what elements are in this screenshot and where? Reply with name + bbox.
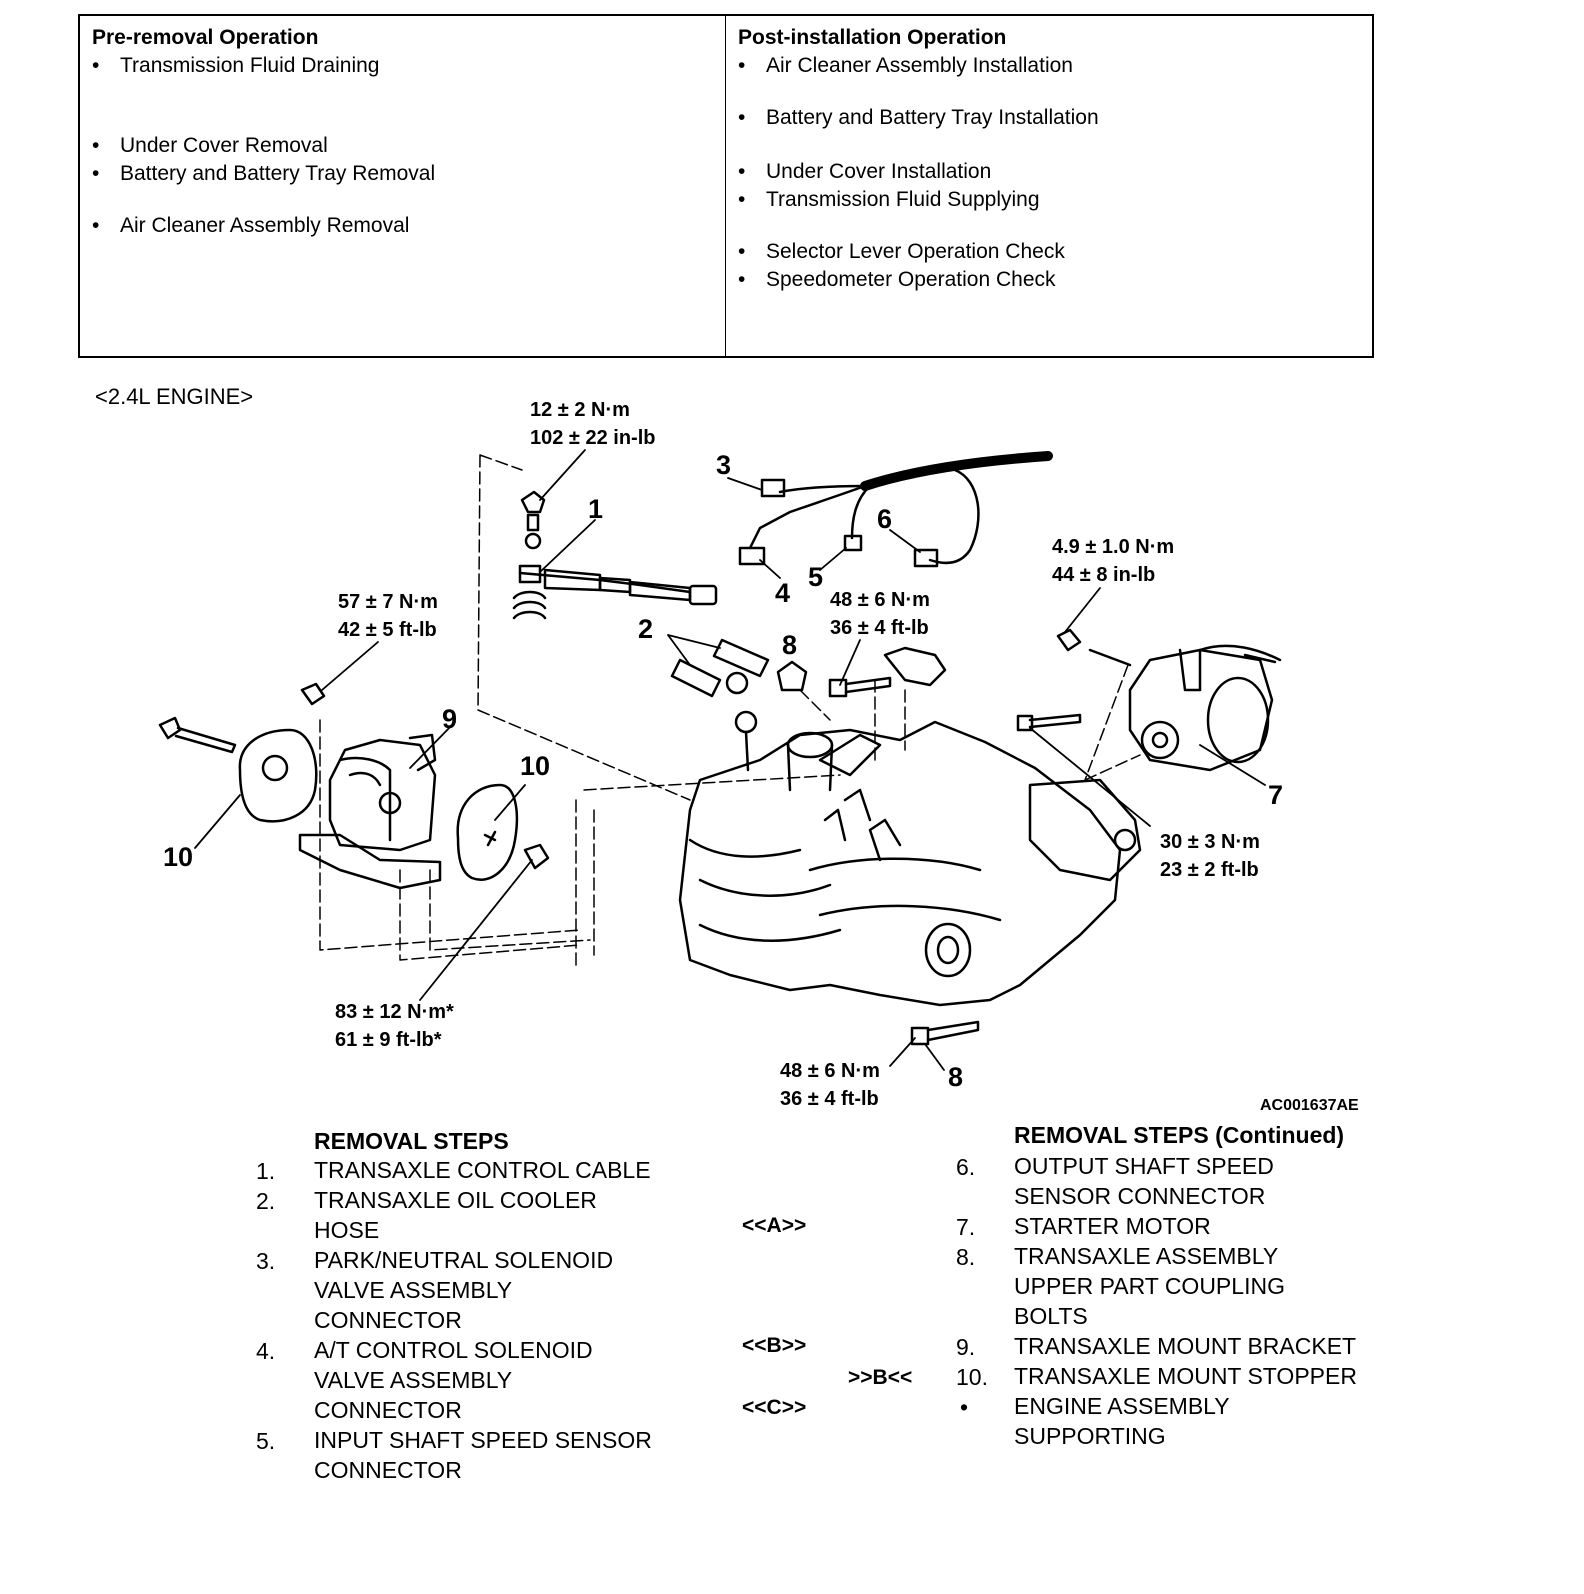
callout-1: 1 xyxy=(588,494,603,524)
figure-id: AC001637AE xyxy=(1260,1097,1359,1114)
callout-10: 10 xyxy=(163,842,193,872)
oil-cooler-hoses xyxy=(670,638,808,698)
step-text: INPUT SHAFT SPEED SENSOR CONNECTOR xyxy=(314,1427,652,1483)
note-c: <<C>> xyxy=(742,1396,807,1419)
step-number: 7. xyxy=(956,1214,976,1240)
step-number: 1. xyxy=(256,1158,276,1184)
step-number: 3. xyxy=(256,1248,276,1274)
step-number: 10. xyxy=(956,1364,988,1390)
torque-label: 42 ± 5 ft-lb xyxy=(338,619,437,641)
mount-stopper-right xyxy=(300,682,550,881)
wiring-harness xyxy=(738,451,1053,568)
step-text: TRANSAXLE MOUNT BRACKET xyxy=(1014,1333,1357,1359)
pre-removal-column: Pre-removal Operation •Transmission Flui… xyxy=(80,16,726,356)
step-text: TRANSAXLE OIL COOLER HOSE xyxy=(314,1187,597,1243)
callout-9: 9 xyxy=(442,704,457,734)
transaxle-exploded-diagram: <2.4L ENGINE> AC001637AE 12 ± 2 N·m 102 … xyxy=(95,384,1359,1114)
torque-label: 102 ± 22 in-lb xyxy=(530,427,655,449)
engine-label: <2.4L ENGINE> xyxy=(95,384,253,409)
note-b: <<B>> xyxy=(742,1334,807,1357)
torque-label: 83 ± 12 N·m* xyxy=(335,1001,454,1023)
post-installation-heading: Post-installation Operation xyxy=(738,26,1007,49)
callout-4: 4 xyxy=(775,578,790,608)
torque-label: 36 ± 4 ft-lb xyxy=(830,617,929,639)
step-text: ENGINE ASSEMBLY SUPPORTING xyxy=(1014,1393,1230,1449)
step-text: PARK/NEUTRAL SOLENOID VALVE ASSEMBLY CON… xyxy=(314,1247,614,1333)
removal-steps-heading: REMOVAL STEPS xyxy=(314,1128,509,1154)
step-bullet: • xyxy=(960,1394,969,1420)
step-number: 5. xyxy=(256,1428,276,1454)
note-b-install: >>B<< xyxy=(848,1366,913,1389)
callout-10: 10 xyxy=(520,751,550,781)
torque-label: 61 ± 9 ft-lb* xyxy=(335,1029,442,1051)
note-a: <<A>> xyxy=(742,1214,807,1237)
torque-label: 36 ± 4 ft-lb xyxy=(780,1088,879,1110)
step-text: A/T CONTROL SOLENOID VALVE ASSEMBLY CONN… xyxy=(314,1337,593,1423)
coupling-bolt-lower xyxy=(910,1020,980,1046)
step-text: TRANSAXLE MOUNT STOPPER xyxy=(1014,1363,1357,1389)
pre-item: •Under Cover Removal xyxy=(92,134,328,157)
step-number: 9. xyxy=(956,1334,976,1360)
callout-8: 8 xyxy=(948,1062,963,1092)
callout-3: 3 xyxy=(716,450,731,480)
torque-label: 12 ± 2 N·m xyxy=(530,399,630,421)
post-item: •Air Cleaner Assembly Installation xyxy=(738,54,1073,77)
torque-label: 44 ± 8 in-lb xyxy=(1052,564,1155,586)
transaxle-case xyxy=(678,710,1142,1007)
post-installation-column: Post-installation Operation •Air Cleaner… xyxy=(726,16,1372,356)
callout-8: 8 xyxy=(782,630,797,660)
pre-item: •Air Cleaner Assembly Removal xyxy=(92,214,410,237)
callout-2: 2 xyxy=(638,614,653,644)
step-number: 4. xyxy=(256,1338,276,1364)
control-cable xyxy=(512,490,718,620)
step-number: 6. xyxy=(956,1154,976,1180)
callout-7: 7 xyxy=(1268,780,1283,810)
post-item: •Battery and Battery Tray Installation xyxy=(738,106,1099,129)
transaxle-mount-bracket xyxy=(298,733,442,890)
torque-label: 30 ± 3 N·m xyxy=(1160,831,1260,853)
leader-lines xyxy=(194,449,1266,1071)
callout-6: 6 xyxy=(877,504,892,534)
starter-motor xyxy=(1016,628,1282,772)
torque-label: 48 ± 6 N·m xyxy=(830,589,930,611)
step-number: 8. xyxy=(956,1244,976,1270)
alignment-lines xyxy=(319,454,1141,966)
removal-steps-continued-heading: REMOVAL STEPS (Continued) xyxy=(1014,1122,1345,1148)
post-item: •Transmission Fluid Supplying xyxy=(738,188,1040,211)
pre-item: •Transmission Fluid Draining xyxy=(92,54,380,77)
step-text: STARTER MOTOR xyxy=(1014,1213,1211,1239)
step-text: TRANSAXLE ASSEMBLY UPPER PART COUPLING B… xyxy=(1014,1243,1285,1329)
coupling-bolt-upper xyxy=(828,646,947,698)
mount-stopper-left xyxy=(158,716,318,823)
operations-table: Pre-removal Operation •Transmission Flui… xyxy=(78,14,1374,358)
post-item: •Under Cover Installation xyxy=(738,160,992,183)
post-item: •Speedometer Operation Check xyxy=(738,268,1056,291)
torque-label: 23 ± 2 ft-lb xyxy=(1160,859,1259,881)
callout-5: 5 xyxy=(808,562,823,592)
step-text: TRANSAXLE CONTROL CABLE xyxy=(314,1157,651,1183)
torque-label: 48 ± 6 N·m xyxy=(780,1060,880,1082)
pre-removal-heading: Pre-removal Operation xyxy=(92,26,319,49)
torque-label: 4.9 ± 1.0 N·m xyxy=(1052,536,1174,558)
step-number: 2. xyxy=(256,1188,276,1214)
pre-item: •Battery and Battery Tray Removal xyxy=(92,162,436,185)
step-text: OUTPUT SHAFT SPEED SENSOR CONNECTOR xyxy=(1014,1153,1274,1209)
post-item: •Selector Lever Operation Check xyxy=(738,240,1065,263)
torque-label: 57 ± 7 N·m xyxy=(338,591,438,613)
